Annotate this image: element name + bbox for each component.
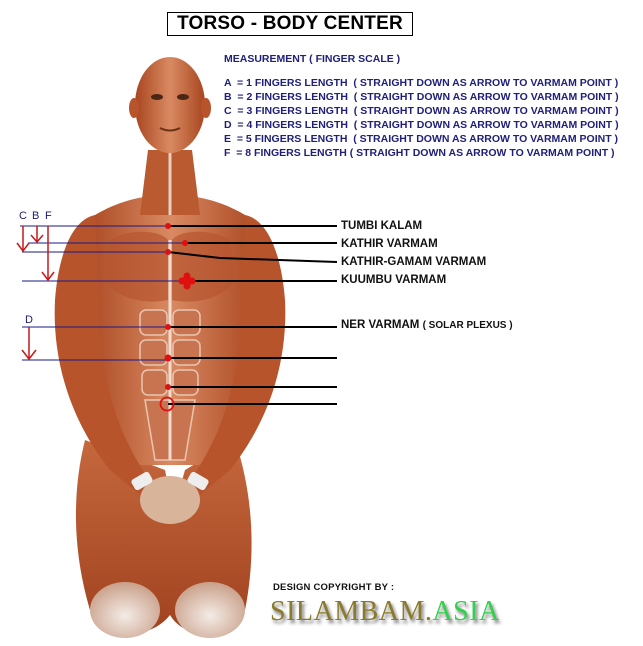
label-kathir-gamam-varmam: KATHIR-GAMAM VARMAM (341, 256, 487, 268)
point-ner-varmam (165, 324, 171, 330)
legend-heading: MEASUREMENT ( FINGER SCALE ) (224, 53, 401, 65)
legend-row-c: C = 3 FINGERS LENGTH ( STRAIGHT DOWN AS … (224, 105, 619, 117)
measure-letter-d: D (25, 314, 33, 326)
legend-row-a: A = 1 FINGERS LENGTH ( STRAIGHT DOWN AS … (224, 77, 619, 89)
brand-main: SILAMBAM. (270, 596, 433, 627)
label-kathir-varmam: KATHIR VARMAM (341, 238, 438, 250)
torso (81, 195, 262, 465)
measure-letter-c: C (19, 210, 27, 222)
measure-letter-b: B (32, 210, 40, 222)
brand-logo: SILAMBAM.ASIA (270, 596, 500, 628)
arrow-f (41, 226, 55, 282)
point-kathir-varmam (182, 240, 188, 246)
legend-row-f: F = 8 FINGERS LENGTH ( STRAIGHT DOWN AS … (224, 147, 615, 159)
point-tumbi-kalam (165, 223, 171, 229)
pointer-lines (167, 225, 338, 405)
measurement-legend: MEASUREMENT ( FINGER SCALE ) A = 1 FINGE… (224, 52, 619, 160)
brand-accent: ASIA (432, 596, 500, 627)
legend-row-d: D = 4 FINGERS LENGTH ( STRAIGHT DOWN AS … (224, 119, 619, 131)
legend-row-e: E = 5 FINGERS LENGTH ( STRAIGHT DOWN AS … (224, 133, 619, 145)
copyright-text: DESIGN COPYRIGHT BY : (273, 582, 395, 593)
arrow-d (21, 327, 37, 361)
point-kathir-gamam (165, 249, 171, 255)
measurement-lines (20, 225, 185, 361)
head-neck (129, 57, 211, 215)
legend-row-b: B = 2 FINGERS LENGTH ( STRAIGHT DOWN AS … (224, 91, 619, 103)
page-title: TORSO - BODY CENTER (167, 12, 413, 36)
measurement-arrows (16, 226, 55, 361)
point-navel-ring (159, 396, 175, 412)
varmam-points (159, 223, 196, 412)
point-kuumbu-varmam (178, 272, 196, 290)
arrow-b (30, 226, 44, 244)
label-ner-varmam: NER VARMAM ( SOLAR PLEXUS ) (341, 319, 513, 331)
label-ner-varmam-name: NER VARMAM (341, 319, 420, 331)
label-kuumbu-varmam: KUUMBU VARMAM (341, 274, 447, 286)
arms (54, 215, 286, 524)
arrow-c (16, 226, 30, 253)
label-tumbi-kalam: TUMBI KALAM (341, 220, 423, 232)
point-abdomen-2 (165, 384, 171, 390)
label-ner-varmam-note: ( SOLAR PLEXUS ) (422, 320, 513, 331)
measure-letter-f: F (45, 210, 52, 222)
point-abdomen-1 (164, 354, 172, 362)
